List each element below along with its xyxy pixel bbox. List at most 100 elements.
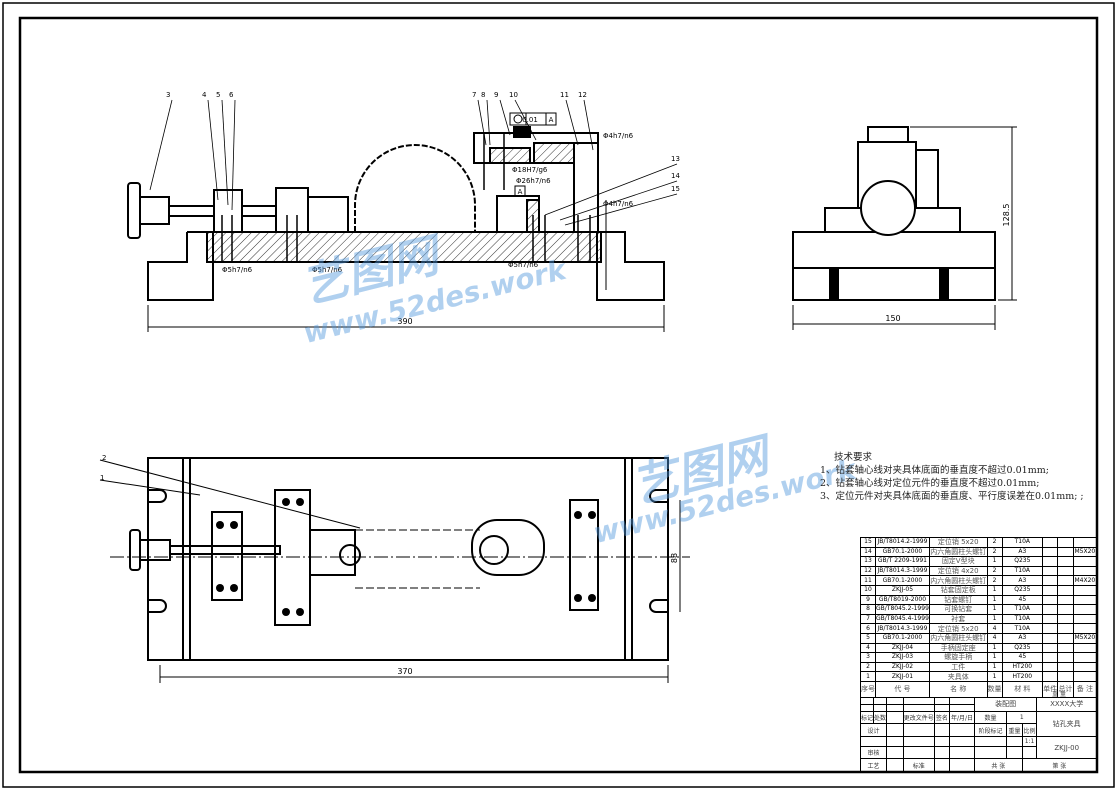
bom-code: JB/T8014.3-1999	[875, 623, 930, 634]
bom-no: 2	[860, 661, 876, 673]
bom-material: T10A	[1001, 537, 1044, 548]
callout-leader	[207, 99, 219, 201]
callout-1: 1	[100, 474, 104, 482]
bom-total	[1057, 546, 1074, 558]
stage-label: 阶段标记	[973, 723, 1008, 737]
hdr-qty: 数量	[986, 680, 1003, 698]
bom-name: 内六角圆柱头螺钉	[928, 546, 988, 558]
bom-unit	[1042, 594, 1059, 606]
bom-no: 11	[860, 575, 876, 586]
callout-leader	[544, 163, 678, 216]
bom-name: 钻套螺钉	[928, 594, 988, 606]
callout-leader	[514, 99, 537, 141]
callout-leader	[564, 193, 678, 226]
bom-unit	[1042, 661, 1059, 673]
date-label: 年/月/日	[949, 710, 975, 725]
inner-frame	[18, 16, 1099, 774]
bom-code: ZKJJ-01	[875, 671, 930, 682]
bom-unit	[1042, 671, 1059, 682]
bom-code: GB/T8019-2000	[875, 594, 930, 606]
bom-no: 8	[860, 604, 876, 615]
datum-label: A	[518, 188, 523, 196]
bom-code: ZKJJ-03	[875, 652, 930, 663]
bom-remark	[1072, 594, 1098, 606]
bom-unit	[1042, 623, 1059, 634]
base-plate-section	[206, 231, 602, 263]
bom-name: 定位销 4x20	[928, 565, 988, 577]
bom-qty: 1	[986, 642, 1003, 654]
bom-unit	[1042, 537, 1059, 548]
bom-remark: M4X20	[1072, 575, 1098, 586]
fit-annotation: Φ5h7/n6	[222, 266, 253, 274]
tech-req-item: 1、钻套轴心线对夹具体底面的垂直度不超过0.01mm;	[820, 465, 1049, 476]
bom-unit	[1042, 584, 1059, 596]
screw-shaft	[168, 205, 215, 217]
callout-leader	[486, 99, 491, 146]
callout-leader	[477, 99, 487, 146]
bom-no: 12	[860, 565, 876, 577]
scale-value: 1:1	[1021, 735, 1038, 747]
bom-name: 螺旋手柄	[928, 652, 988, 663]
design-label: 设计	[859, 723, 888, 737]
bom-no: 10	[860, 584, 876, 596]
bom-code: ZKJJ-02	[875, 661, 930, 673]
dim-370: 370	[397, 667, 412, 676]
callout-11: 11	[560, 91, 569, 99]
bom-code: GB70.1-2000	[875, 546, 930, 558]
bom-qty: 1	[986, 613, 1003, 625]
callout-leader	[149, 99, 173, 191]
bom-remark	[1072, 652, 1098, 663]
bom-remark	[1072, 556, 1098, 567]
bom-material: A3	[1001, 575, 1044, 586]
bom-no: 3	[860, 652, 876, 663]
bom-total	[1057, 565, 1074, 577]
mark-label: 标记	[859, 710, 875, 725]
bom-material: 45	[1001, 652, 1044, 663]
top-handle-seat	[211, 511, 243, 601]
hdr-weight: 重 量	[1052, 691, 1066, 698]
bom-total	[1057, 556, 1074, 567]
process-label: 工艺	[859, 758, 888, 772]
bom-remark	[1072, 623, 1098, 634]
bom-remark	[1072, 671, 1098, 682]
dim-390: 390	[397, 317, 412, 326]
dim-128-5: 128.5	[1002, 204, 1011, 227]
review-label: 审核	[859, 745, 888, 760]
bom-total	[1057, 604, 1074, 615]
bom-qty: 1	[986, 661, 1003, 673]
bom-unit	[1042, 632, 1059, 644]
bom-material: HT200	[1001, 671, 1044, 682]
callout-13: 13	[671, 155, 680, 163]
bom-code: JB/T8014.3-1999	[875, 565, 930, 577]
bom-name: 内六角圆柱头螺钉	[928, 575, 988, 586]
bom-qty: 4	[986, 623, 1003, 634]
hdr-code: 代 号	[875, 680, 930, 698]
quantity-label: 数量	[973, 710, 1008, 725]
bom-remark	[1072, 642, 1098, 654]
bom-name: 衬套	[928, 613, 988, 625]
callout-12: 12	[578, 91, 587, 99]
callout-10: 10	[509, 91, 518, 99]
bom-name: 固定V型块	[928, 556, 988, 567]
fit-annotation: Φ26h7/n6	[516, 177, 551, 185]
bom-no: 9	[860, 594, 876, 606]
sign-label: 签名	[933, 710, 951, 725]
top-view	[99, 457, 690, 683]
bom-qty: 1	[986, 584, 1003, 596]
bom-qty: 2	[986, 565, 1003, 577]
hdr-no: 序号	[860, 680, 876, 698]
callout-leader	[565, 99, 579, 146]
callout-leader	[559, 180, 678, 221]
bom-material: A3	[1001, 632, 1044, 644]
callout-leader	[221, 99, 229, 206]
top-base-outline	[147, 457, 669, 661]
bom-no: 14	[860, 546, 876, 558]
